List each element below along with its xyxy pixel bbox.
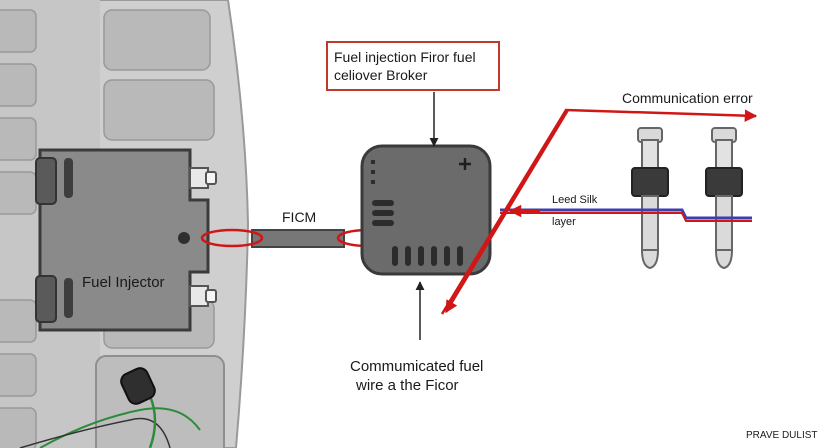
error-arrows (440, 108, 758, 315)
injector-connector (189, 167, 217, 307)
injector-left (631, 127, 669, 270)
fuel-injector-box (35, 148, 217, 332)
callout-box (326, 41, 500, 91)
signal-wire (500, 204, 752, 222)
lead-silk-label: Leed Silk (552, 194, 598, 206)
plus-icon (459, 158, 471, 170)
bottom-label-line-1: Commumicated fuel (350, 358, 483, 375)
injector-right (705, 127, 743, 270)
callout-line-2: celiover Broker (334, 67, 428, 83)
bottom-label-line-2: wire a the Ficor (355, 377, 459, 394)
sensor-plug (19, 367, 201, 448)
control-module (360, 144, 492, 276)
ficm-label: FICM (282, 209, 316, 225)
watermark: PRAVE DULIST (746, 430, 818, 441)
fuel-injector-label: Fuel Injector (82, 274, 165, 291)
comm-error-label: Communication error (622, 90, 753, 106)
callout-line-1: Fuel injection Firor fuel (334, 49, 476, 65)
layer-label: layer (552, 216, 576, 228)
